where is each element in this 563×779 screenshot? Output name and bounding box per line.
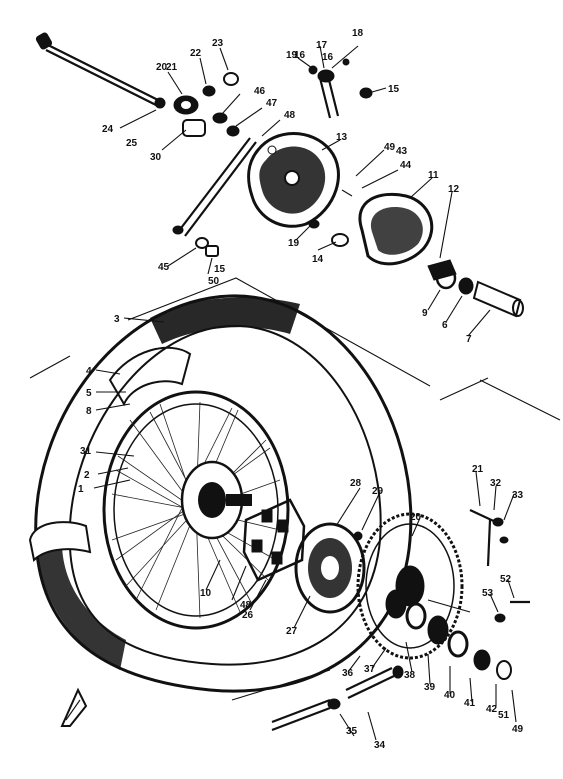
brake-cam-lever	[308, 45, 373, 119]
callout-44: 44	[400, 160, 412, 171]
callout-21: 21	[166, 62, 178, 73]
callout-3: 3	[114, 314, 120, 325]
callout-18: 18	[352, 28, 364, 39]
callout-49b: 49	[384, 142, 396, 153]
callout-2: 2	[84, 470, 90, 481]
callout-40: 40	[444, 690, 456, 701]
callout-9: 9	[422, 308, 428, 319]
callout-21b: 21	[472, 464, 484, 475]
callout-5: 5	[86, 388, 92, 399]
callout-4: 4	[86, 366, 92, 377]
axle-nut-group	[139, 72, 240, 137]
callout-31: 31	[80, 446, 92, 457]
callout-16b: 16	[322, 52, 334, 63]
wheel-rim	[102, 390, 290, 630]
callout-46: 46	[254, 86, 266, 97]
callout-49: 49	[512, 724, 524, 735]
leader-lines	[93, 45, 517, 741]
callout-35: 35	[346, 726, 358, 737]
callout-15: 15	[388, 84, 400, 95]
part-callouts: 1 2 3 4 5 6 7 8 9 10 11 12 13 14 15 16 1…	[78, 28, 524, 751]
callout-25: 25	[126, 138, 138, 149]
callout-32: 32	[490, 478, 502, 489]
callout-30: 30	[150, 152, 162, 163]
torque-rod	[172, 137, 257, 257]
callout-8: 8	[86, 406, 92, 417]
tire	[28, 294, 413, 693]
brake-shoes	[308, 192, 434, 266]
callout-34: 34	[374, 740, 386, 751]
callout-10: 10	[200, 588, 212, 599]
callout-26: 26	[242, 610, 254, 621]
chain-adjuster	[271, 665, 404, 732]
callout-16: 16	[294, 50, 306, 61]
callout-29: 29	[372, 486, 384, 497]
brake-panel	[247, 132, 353, 228]
callout-17: 17	[316, 40, 328, 51]
callout-36: 36	[342, 668, 354, 679]
callout-41: 41	[464, 698, 476, 709]
callout-53: 53	[482, 588, 494, 599]
callout-7: 7	[466, 334, 472, 345]
callout-19: 19	[288, 238, 300, 249]
callout-47: 47	[266, 98, 278, 109]
callout-48b: 48	[240, 600, 252, 611]
callout-20b: 20	[156, 62, 168, 73]
callout-50: 50	[208, 276, 220, 287]
callout-24: 24	[102, 124, 114, 135]
callout-13: 13	[336, 132, 348, 143]
callout-48: 48	[284, 110, 296, 121]
callout-51: 51	[498, 710, 510, 721]
callout-42: 42	[486, 704, 498, 715]
hub-damper	[242, 498, 306, 582]
callout-43: 43	[396, 146, 408, 157]
callout-15b: 15	[214, 264, 226, 275]
bearing-stack	[385, 589, 512, 680]
drive-flange	[294, 522, 366, 614]
callout-28: 28	[350, 478, 362, 489]
callout-38: 38	[404, 670, 416, 681]
callout-33: 33	[512, 490, 524, 501]
callout-52: 52	[500, 574, 512, 585]
front-direction-mark	[60, 687, 88, 727]
callout-12: 12	[448, 184, 460, 195]
spacer-collar	[427, 259, 524, 318]
rear-axle	[35, 32, 166, 109]
callout-11: 11	[428, 170, 439, 181]
callout-14: 14	[312, 254, 324, 265]
callout-27: 27	[286, 626, 298, 637]
callout-1: 1	[78, 484, 84, 495]
callout-19b: 19	[286, 50, 298, 61]
callout-22: 22	[190, 48, 202, 59]
callout-37: 37	[364, 664, 376, 675]
callout-39: 39	[424, 682, 436, 693]
callout-45: 45	[158, 262, 170, 273]
callout-20: 20	[410, 512, 422, 523]
callout-23: 23	[212, 38, 224, 49]
callout-6: 6	[442, 320, 448, 331]
sprocket-bolts	[469, 509, 530, 623]
